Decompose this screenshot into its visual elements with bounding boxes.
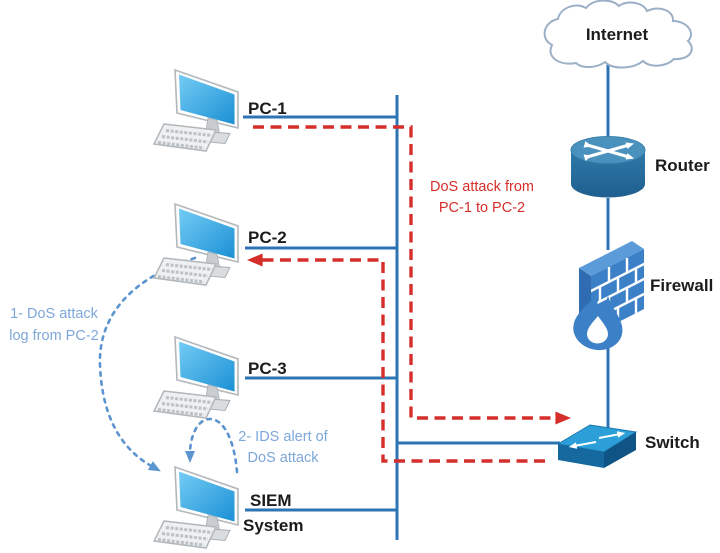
- pc1-label: PC-1: [248, 99, 287, 118]
- pc3-workstation-icon: [152, 335, 240, 420]
- siem-label-line2: System: [243, 516, 303, 535]
- router-label: Router: [655, 156, 710, 175]
- pc2-workstation-icon: [152, 202, 240, 287]
- attack-annotation-line2: PC-1 to PC-2: [439, 200, 525, 216]
- attack-annotation-line1: DoS attack from: [430, 179, 534, 195]
- siem-workstation-icon: [152, 465, 240, 550]
- log-flow-pc2-to-siem: [98, 256, 197, 472]
- alert-annotation-line1: 2- IDS alert of: [238, 429, 328, 445]
- attack-path-pc1-to-switch: [253, 125, 572, 425]
- siem-label-line1: SIEM: [250, 491, 292, 510]
- internet-label: Internet: [586, 25, 649, 44]
- switch-icon: [556, 424, 638, 468]
- log-annotation-line2: log from PC-2: [9, 328, 98, 344]
- alert-annotation-line2: DoS attack: [248, 450, 320, 466]
- pc3-label: PC-3: [248, 359, 287, 378]
- internet-cloud-icon: [543, 0, 693, 69]
- switch-label: Switch: [645, 433, 700, 452]
- pc1-workstation-icon: [152, 68, 240, 153]
- pc2-label: PC-2: [248, 228, 287, 247]
- router-icon: [570, 136, 646, 198]
- attack-path-switch-to-pc2: [247, 253, 545, 463]
- firewall-label: Firewall: [650, 276, 713, 295]
- firewall-icon: [573, 241, 644, 351]
- log-annotation-line1: 1- DoS attack: [10, 306, 99, 322]
- alert-flow-ids-to-siem: [185, 417, 239, 474]
